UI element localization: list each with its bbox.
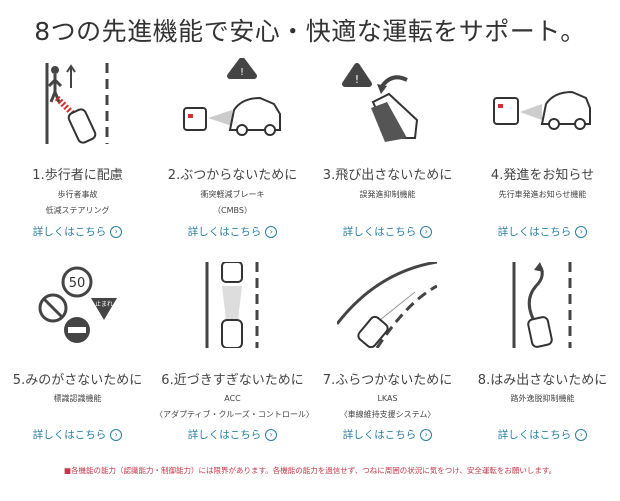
feature-row-2: 50 止まれ 5.みのがさないために 標識認識機能 詳しくはこちら› 6.近づき…: [0, 262, 620, 452]
details-link-label: 詳しくはこちら: [187, 429, 262, 441]
feature-description: 標識認識機能: [0, 391, 155, 407]
description-line: 衝突軽減ブレーキ: [200, 190, 265, 199]
description-line: LKAS: [377, 394, 398, 403]
feature-acc: 6.近づきすぎないために ACC 〈アダプティブ・クルーズ・コントロール〉 詳しく…: [155, 262, 314, 452]
feature-heading: 4.発進をお知らせ: [490, 168, 595, 183]
description-line: ACC: [224, 394, 241, 403]
feature-collision-brake: ! 2.ぶつからないために 衝突軽減ブレーキ （CMBS） 詳しくはこちら›: [155, 58, 310, 248]
svg-text:!: !: [355, 73, 359, 86]
chevron-right-circle-icon: ›: [265, 429, 278, 441]
feature-road-departure: 8.はみ出さないために 路外逸脱抑制機能 詳しくはこちら›: [465, 262, 620, 452]
details-link[interactable]: 詳しくはこちら›: [465, 427, 620, 442]
description-line: 誤発進抑制機能: [359, 190, 416, 199]
details-link[interactable]: 詳しくはこちら›: [310, 224, 465, 239]
description-line: 歩行者事故: [57, 190, 98, 199]
details-link[interactable]: 詳しくはこちら›: [310, 427, 465, 442]
chevron-right-circle-icon: ›: [420, 226, 433, 238]
description-line: 路外逸脱抑制機能: [510, 394, 575, 403]
safety-disclaimer: ■各機能の能力（認識能力・制御能力）には限界があります。各機能の能力を過信せず、…: [63, 466, 557, 475]
chevron-right-circle-icon: ›: [110, 226, 123, 238]
feature-description: ACC 〈アダプティブ・クルーズ・コントロール〉: [155, 391, 314, 423]
details-link-label: 詳しくはこちら: [497, 226, 572, 238]
chevron-right-circle-icon: ›: [420, 429, 433, 441]
feature-lkas: 7.ふらつかないために LKAS 〈車線維持支援システム〉 詳しくはこちら›: [310, 262, 465, 452]
feature-heading: 6.近づきすぎないために: [161, 373, 304, 388]
details-link-label: 詳しくはこちら: [32, 429, 107, 441]
details-link[interactable]: 詳しくはこちら›: [0, 427, 155, 442]
feature-sign-recognition: 50 止まれ 5.みのがさないために 標識認識機能 詳しくはこちら›: [0, 262, 155, 452]
description-line: 先行車発進お知らせ機能: [498, 190, 587, 199]
collision-brake-icon: !: [183, 58, 281, 136]
feature-description: 歩行者事故低減ステアリング: [0, 187, 155, 219]
details-link[interactable]: 詳しくはこちら›: [155, 224, 310, 239]
feature-heading: 3.飛び出さないために: [322, 168, 453, 183]
feature-heading: 8.はみ出さないために: [477, 373, 608, 388]
feature-description: 衝突軽減ブレーキ （CMBS）: [155, 187, 310, 219]
feature-heading: 1.歩行者に配慮: [32, 168, 123, 183]
details-link-label: 詳しくはこちら: [497, 429, 572, 441]
description-line: 低減ステアリング: [45, 206, 110, 215]
feature-heading: 7.ふらつかないために: [322, 373, 453, 388]
speed-limit-text: 50: [69, 276, 86, 291]
details-link[interactable]: 詳しくはこちら›: [155, 427, 310, 442]
feature-pedal-misapplication: ! 3.飛び出さないために 誤発進抑制機能 詳しくはこちら›: [310, 58, 465, 248]
svg-text:!: !: [240, 67, 244, 78]
road-sign-icon: 50 止まれ: [38, 266, 117, 343]
details-link[interactable]: 詳しくはこちら›: [465, 224, 620, 239]
feature-description: 先行車発進お知らせ機能: [465, 187, 620, 203]
chevron-right-circle-icon: ›: [575, 429, 588, 441]
details-link-label: 詳しくはこちら: [32, 226, 107, 238]
description-line: （CMBS）: [213, 206, 252, 215]
pedal-warning-icon: !: [342, 63, 419, 142]
lane-keep-icon: [337, 262, 437, 348]
feature-heading: 2.ぶつからないために: [167, 168, 298, 183]
chevron-right-circle-icon: ›: [265, 226, 278, 238]
lead-car-departure-icon: [493, 90, 591, 130]
feature-row-1: 1.歩行者に配慮 歩行者事故低減ステアリング 詳しくはこちら› ! 2.ぶつから…: [0, 58, 620, 248]
details-link-label: 詳しくはこちら: [187, 226, 262, 238]
details-link[interactable]: 詳しくはこちら›: [0, 224, 155, 239]
feature-description: 誤発進抑制機能: [310, 187, 465, 203]
feature-description: 路外逸脱抑制機能: [465, 391, 620, 407]
feature-lead-car-departure: 4.発進をお知らせ 先行車発進お知らせ機能 詳しくはこちら›: [465, 58, 620, 248]
details-link-label: 詳しくはこちら: [342, 226, 417, 238]
stop-sign-text: 止まれ: [95, 300, 113, 308]
page-title: 8つの先進機能で安心・快適な運転をサポート。: [34, 17, 586, 46]
description-line: 標識認識機能: [53, 394, 102, 403]
road-departure-icon: [512, 262, 572, 348]
pedestrian-steering-icon: [45, 63, 109, 144]
feature-description: LKAS 〈車線維持支援システム〉: [310, 391, 465, 423]
feature-heading: 5.みのがさないために: [12, 373, 143, 388]
feature-pedestrian: 1.歩行者に配慮 歩行者事故低減ステアリング 詳しくはこちら›: [0, 58, 155, 248]
chevron-right-circle-icon: ›: [575, 226, 588, 238]
description-line: 〈アダプティブ・クルーズ・コントロール〉: [155, 410, 314, 419]
chevron-right-circle-icon: ›: [110, 429, 123, 441]
details-link-label: 詳しくはこちら: [342, 429, 417, 441]
description-line: 〈車線維持支援システム〉: [339, 410, 436, 419]
adaptive-cruise-icon: [205, 262, 259, 348]
